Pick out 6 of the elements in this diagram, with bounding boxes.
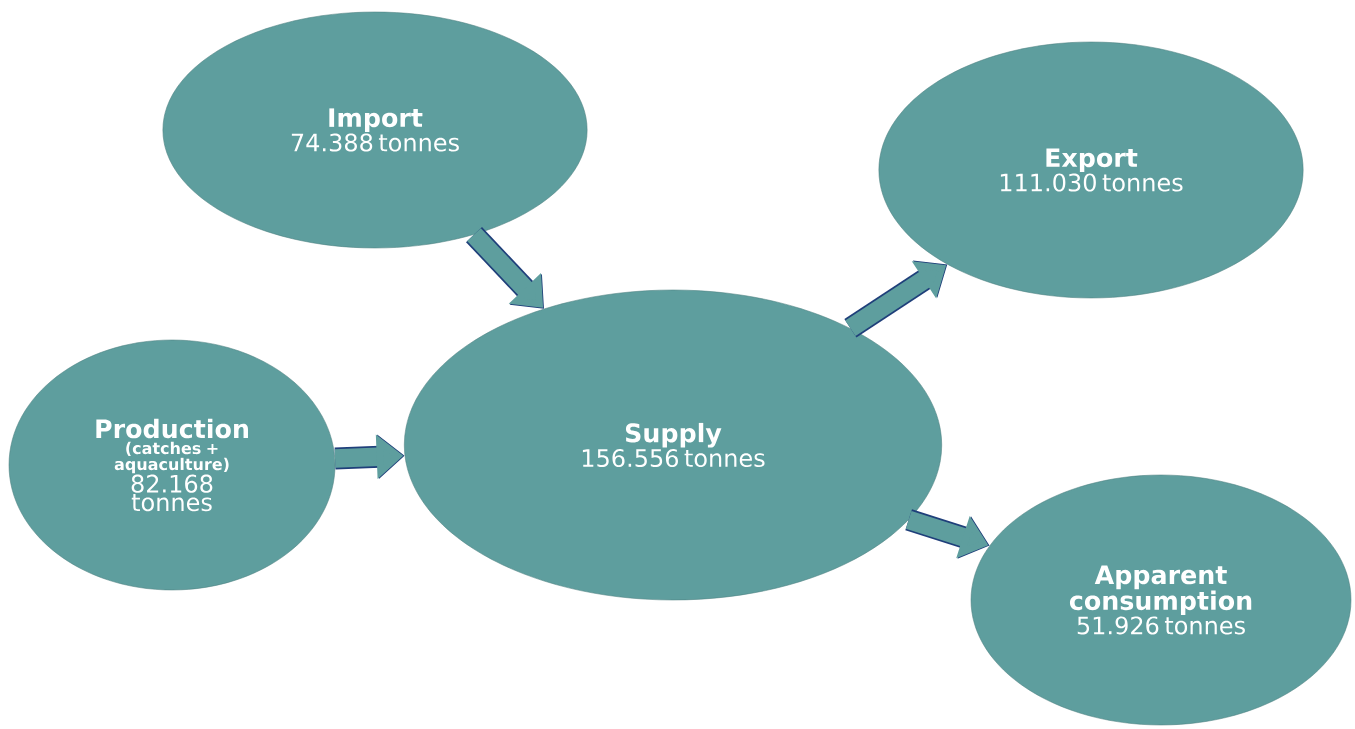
ellipse-node: Supply 156.556 tonnes [404, 289, 942, 601]
ellipse-node: Import 74.388 tonnes [162, 11, 588, 249]
block-arrow [466, 227, 544, 309]
ellipse-node: Export 111.030 tonnes [878, 41, 1304, 299]
ellipse-node: Production (catches + aquaculture) 82.168 tonnes [8, 339, 336, 591]
ellipse-node: Apparent consumption 51.926 tonnes [970, 474, 1352, 726]
